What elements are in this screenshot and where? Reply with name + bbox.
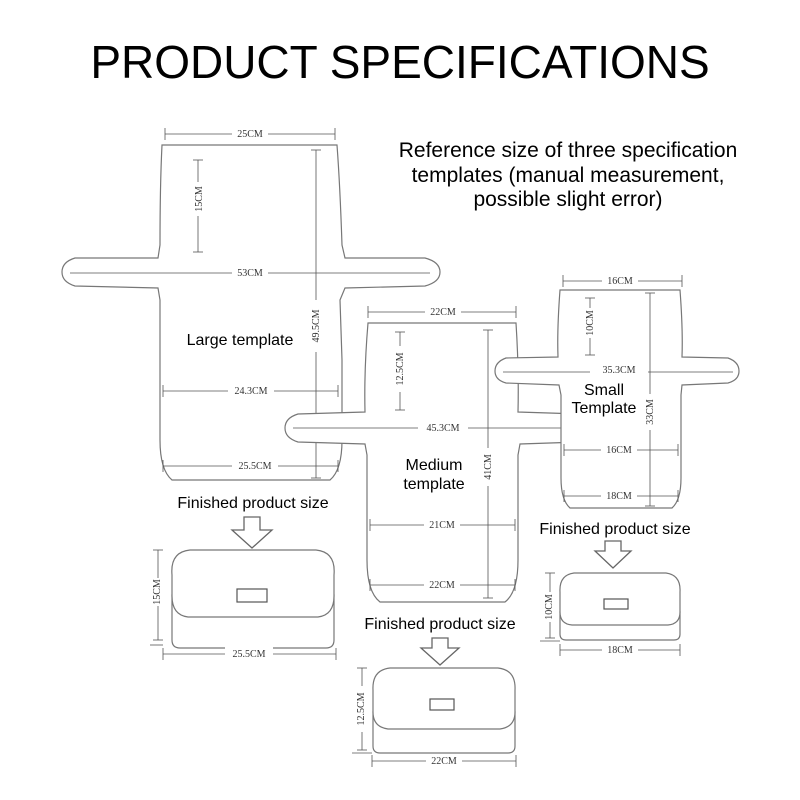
large-bag-clasp: [236, 588, 268, 603]
small-down-arrow: [593, 540, 633, 569]
medium-template-label-1: Medium: [406, 457, 463, 474]
medium-finished-height: 12.5CM: [356, 692, 367, 725]
note-line-2: templates (manual measurement,: [412, 164, 725, 187]
large-neck-height: 15CM: [194, 186, 205, 212]
small-finished-bag: [559, 572, 681, 641]
small-finished-label: Finished product size: [539, 521, 690, 538]
medium-finished-bag: [372, 667, 516, 754]
large-finished-height: 15CM: [152, 579, 163, 605]
small-template-label-2: Template: [572, 400, 637, 417]
small-bag-clasp: [603, 598, 629, 610]
page-title: PRODUCT SPECIFICATIONS: [90, 36, 709, 88]
large-top-width: 25CM: [237, 129, 263, 140]
large-template: 25CM 15CM 53CM 49.5CM Large template 24.…: [61, 127, 441, 660]
medium-down-arrow: [419, 637, 461, 666]
large-template-label: Large template: [187, 332, 294, 349]
small-finished-height: 10CM: [544, 594, 555, 620]
medium-finished-label: Finished product size: [364, 616, 515, 633]
small-total-height: 33CM: [645, 399, 656, 425]
medium-total-height: 41CM: [483, 454, 494, 480]
small-template: 16CM 10CM 35.3CM 33CM Small Template 16C…: [494, 274, 740, 656]
note-line-1: Reference size of three specification: [399, 139, 738, 162]
medium-template: 22CM 12.5CM 45.3CM 41CM Medium template …: [284, 305, 593, 767]
medium-bottom-width: 22CM: [429, 580, 455, 591]
medium-neck-height: 12.5CM: [395, 352, 406, 385]
large-mid-width: 24.3CM: [234, 386, 267, 397]
small-bottom-width: 18CM: [606, 491, 632, 502]
small-finished-width: 18CM: [607, 645, 633, 656]
large-finished-bag: [171, 549, 335, 649]
large-arm-span: 53CM: [237, 268, 263, 279]
medium-top-width: 22CM: [430, 307, 456, 318]
note-line-3: possible slight error): [473, 188, 662, 211]
medium-mid-width: 21CM: [429, 520, 455, 531]
small-arm-span: 35.3CM: [602, 365, 635, 376]
small-mid-width: 16CM: [606, 445, 632, 456]
small-template-outline: [494, 289, 740, 509]
large-down-arrow: [230, 516, 274, 549]
large-bottom-width: 25.5CM: [238, 461, 271, 472]
large-template-outline: [61, 144, 441, 481]
large-finished-width: 25.5CM: [232, 649, 265, 660]
small-top-width: 16CM: [607, 276, 633, 287]
medium-bag-clasp: [429, 698, 455, 711]
small-neck-height: 10CM: [585, 310, 596, 336]
medium-template-label-2: template: [403, 476, 464, 493]
reference-note: Reference size of three specification te…: [399, 139, 738, 211]
medium-finished-width: 22CM: [431, 756, 457, 767]
small-template-label-1: Small: [584, 382, 624, 399]
large-total-height: 49.5CM: [311, 309, 322, 342]
medium-arm-span: 45.3CM: [426, 423, 459, 434]
large-finished-label: Finished product size: [177, 495, 328, 512]
